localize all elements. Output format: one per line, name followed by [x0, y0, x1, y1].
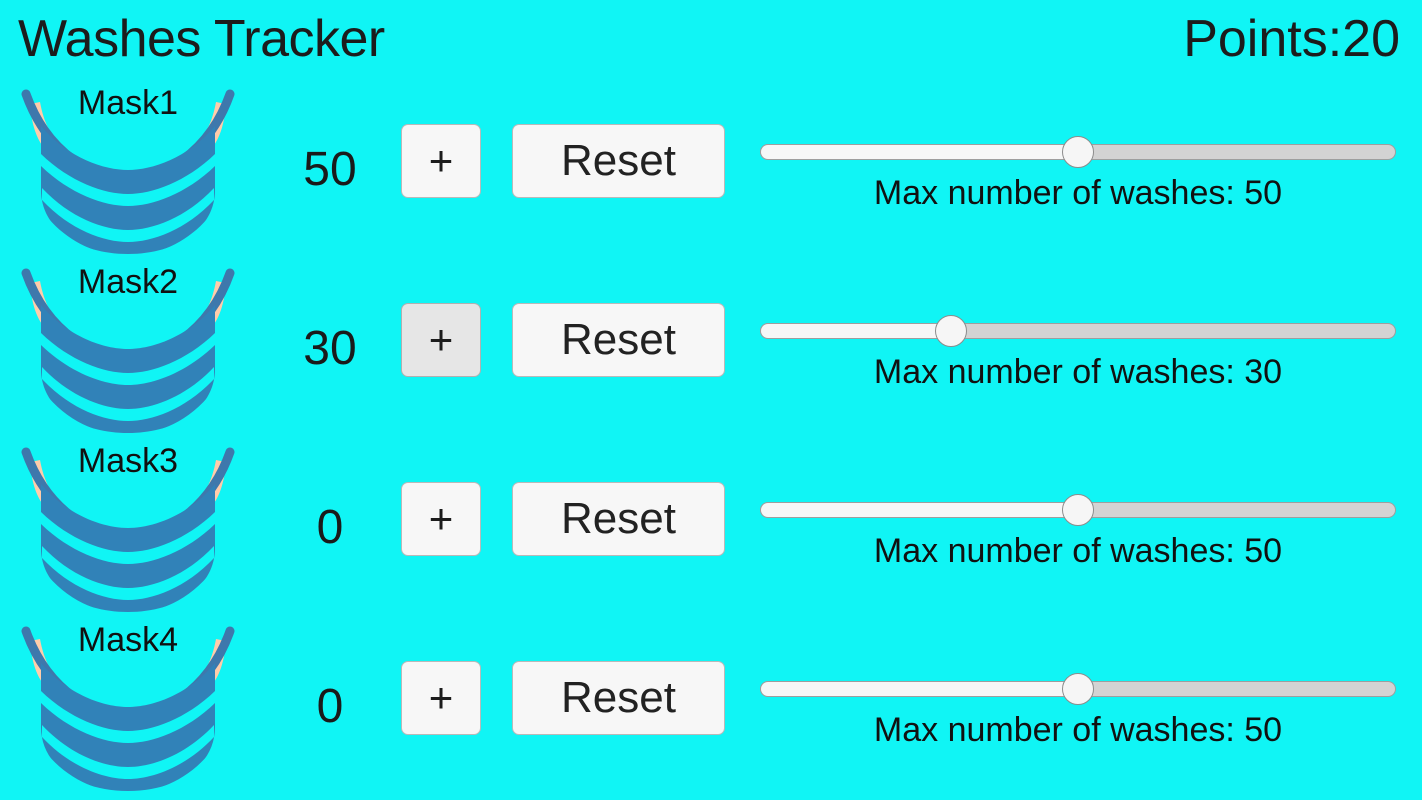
max-washes-slider[interactable] [760, 673, 1396, 705]
slider-thumb[interactable] [934, 315, 967, 347]
reset-button[interactable]: Reset [512, 124, 725, 198]
reset-button[interactable]: Reset [512, 482, 725, 556]
wash-count-value: 0 [316, 501, 344, 554]
max-washes-caption: Max number of washes: 50 [873, 532, 1283, 570]
wash-count-value: 50 [303, 143, 357, 196]
slider-fill [760, 502, 1078, 518]
max-washes-slider-cell: Max number of washes: 50 [760, 438, 1396, 617]
slider-thumb[interactable] [1062, 494, 1094, 526]
increment-button[interactable]: + [401, 124, 481, 198]
slider-thumb[interactable] [1062, 136, 1094, 168]
mask-icon-cell: Mask1 [8, 80, 248, 259]
slider-thumb[interactable] [1062, 673, 1094, 705]
slider-fill [760, 681, 1078, 697]
mask-icon-cell: Mask3 [8, 438, 248, 617]
reset-button[interactable]: Reset [512, 303, 725, 377]
mask-row: Mask2 30 + Reset Max number of washes: 3… [0, 259, 1422, 438]
mask-icon-cell: Mask4 [8, 617, 248, 796]
max-washes-slider[interactable] [760, 315, 1396, 347]
mask-row: Mask1 50 + Reset Max number of washes: 5… [0, 80, 1422, 259]
mask-list: Mask1 50 + Reset Max number of washes: 5… [0, 80, 1422, 796]
max-washes-slider-cell: Max number of washes: 30 [760, 259, 1396, 438]
mask-icon-cell: Mask2 [8, 259, 248, 438]
wash-count-value: 30 [303, 322, 357, 375]
increment-button[interactable]: + [401, 661, 481, 735]
app-header: Washes Tracker Points:20 [0, 0, 1422, 78]
face-mask-icon [21, 89, 235, 258]
increment-button[interactable]: + [401, 482, 481, 556]
increment-button[interactable]: + [401, 303, 481, 377]
max-washes-slider-cell: Max number of washes: 50 [760, 80, 1396, 259]
slider-fill [760, 323, 951, 339]
wash-count-value: 0 [316, 680, 344, 733]
max-washes-caption: Max number of washes: 50 [873, 711, 1283, 749]
max-washes-slider-cell: Max number of washes: 50 [760, 617, 1396, 796]
max-washes-caption: Max number of washes: 30 [873, 353, 1283, 391]
mask-row: Mask3 0 + Reset Max number of washes: 50 [0, 438, 1422, 617]
mask-row: Mask4 0 + Reset Max number of washes: 50 [0, 617, 1422, 796]
reset-button[interactable]: Reset [512, 661, 725, 735]
face-mask-icon [21, 447, 235, 616]
face-mask-icon [21, 268, 235, 437]
max-washes-caption: Max number of washes: 50 [873, 174, 1283, 212]
max-washes-slider[interactable] [760, 494, 1396, 526]
face-mask-icon [21, 626, 235, 795]
slider-fill [760, 144, 1078, 160]
max-washes-slider[interactable] [760, 136, 1396, 168]
page-title: Washes Tracker [18, 10, 385, 68]
points-display: Points:20 [1183, 10, 1400, 68]
